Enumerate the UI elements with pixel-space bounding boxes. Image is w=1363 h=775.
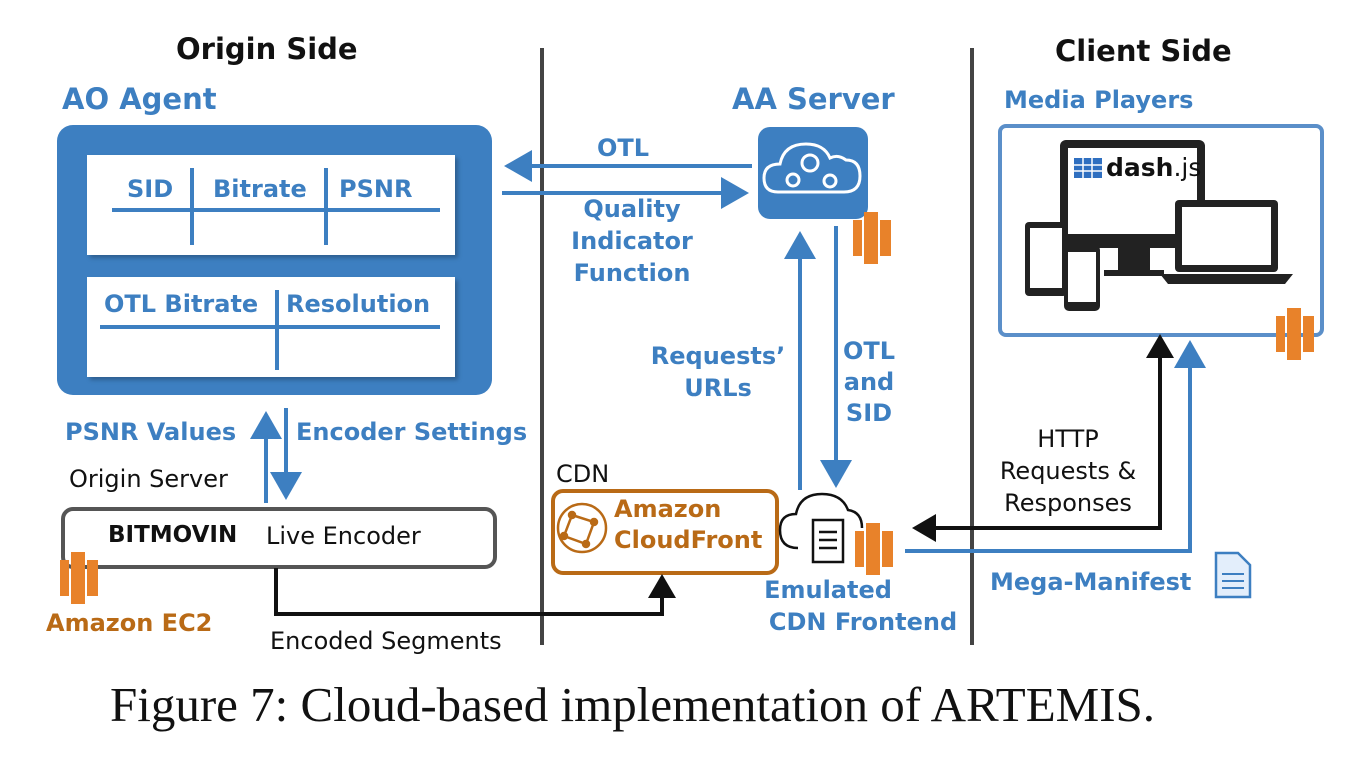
encoder-settings-label: Encoder Settings xyxy=(296,418,528,446)
table1-col-sid: SID xyxy=(127,175,174,203)
client-side-header: Client Side xyxy=(1055,34,1232,68)
otl-sid-line1: OTL xyxy=(842,337,896,365)
http-arrow xyxy=(912,344,1162,542)
aws-icon xyxy=(855,523,893,575)
mega-manifest-arrow xyxy=(905,340,1206,553)
http-line1: HTTP xyxy=(1037,425,1099,453)
metrics-table-sheet xyxy=(87,155,455,255)
amazon-ec2-label: Amazon EC2 xyxy=(46,609,213,637)
mega-manifest-label: Mega-Manifest xyxy=(990,568,1192,596)
dash-logo-suffix: .js xyxy=(1173,153,1202,182)
otl-sid-line3: SID xyxy=(845,399,893,427)
encoded-segments-label: Encoded Segments xyxy=(270,627,502,655)
tablet-icon xyxy=(1025,222,1067,296)
aws-icon xyxy=(853,212,891,264)
aws-icon xyxy=(1276,308,1314,360)
settings-table-lines xyxy=(100,290,440,370)
bitmovin-brand: BITMOVIN xyxy=(108,522,238,548)
live-encoder-label: Live Encoder xyxy=(266,522,421,550)
cdn-label: CDN xyxy=(556,460,610,488)
cloudfront-box xyxy=(551,489,779,575)
http-line2: Requests & xyxy=(999,457,1137,485)
dash-logo-text: dash.js xyxy=(1106,155,1201,180)
cloud-gears-icon xyxy=(758,127,868,219)
quality-indicator-line1: Quality xyxy=(583,195,681,223)
laptop-icon xyxy=(1160,200,1293,284)
aa-server-title: AA Server xyxy=(732,82,895,116)
dash-logo-icon xyxy=(1074,158,1102,178)
origin-server-label: Origin Server xyxy=(69,465,228,493)
http-line3: Responses xyxy=(1004,489,1132,517)
metrics-table-lines xyxy=(112,168,440,245)
requests-urls-line2: URLs xyxy=(684,374,752,402)
cloudfront-line2: CloudFront xyxy=(614,526,763,554)
cloudfront-line1: Amazon xyxy=(614,495,722,523)
quality-indicator-line3: Function xyxy=(573,259,691,287)
emulated-cdn-line2: CDN Frontend xyxy=(768,608,958,636)
figure-caption: Figure 7: Cloud-based implementation of … xyxy=(110,677,1156,732)
table2-col-resolution: Resolution xyxy=(286,290,431,318)
ao-agent-panel xyxy=(57,125,492,395)
table1-col-psnr: PSNR xyxy=(339,175,413,203)
otl-sid-line2: and xyxy=(843,368,895,396)
otl-label: OTL xyxy=(597,134,650,162)
media-players-title: Media Players xyxy=(1004,86,1194,114)
cloud-gears-glyph xyxy=(762,142,862,194)
origin-side-header: Origin Side xyxy=(176,32,358,66)
psnr-values-label: PSNR Values xyxy=(65,418,237,446)
document-icon xyxy=(1214,551,1252,599)
phone-icon xyxy=(1064,245,1100,311)
emulated-cdn-line1: Emulated xyxy=(764,576,892,604)
requests-urls-line1: Requests’ xyxy=(650,342,786,370)
table1-col-bitrate: Bitrate xyxy=(213,175,307,203)
table2-col-otl-bitrate: OTL Bitrate xyxy=(104,290,259,318)
cloud-server-icon xyxy=(778,492,864,564)
encoded-segments-arrow xyxy=(274,568,676,616)
quality-indicator-line2: Indicator xyxy=(571,227,693,255)
dash-logo-name: dash xyxy=(1106,153,1174,182)
aws-icon xyxy=(60,552,98,604)
origin-encoder-box xyxy=(61,507,497,569)
cloudfront-icon xyxy=(556,502,608,554)
ao-agent-title: AO Agent xyxy=(62,82,217,116)
